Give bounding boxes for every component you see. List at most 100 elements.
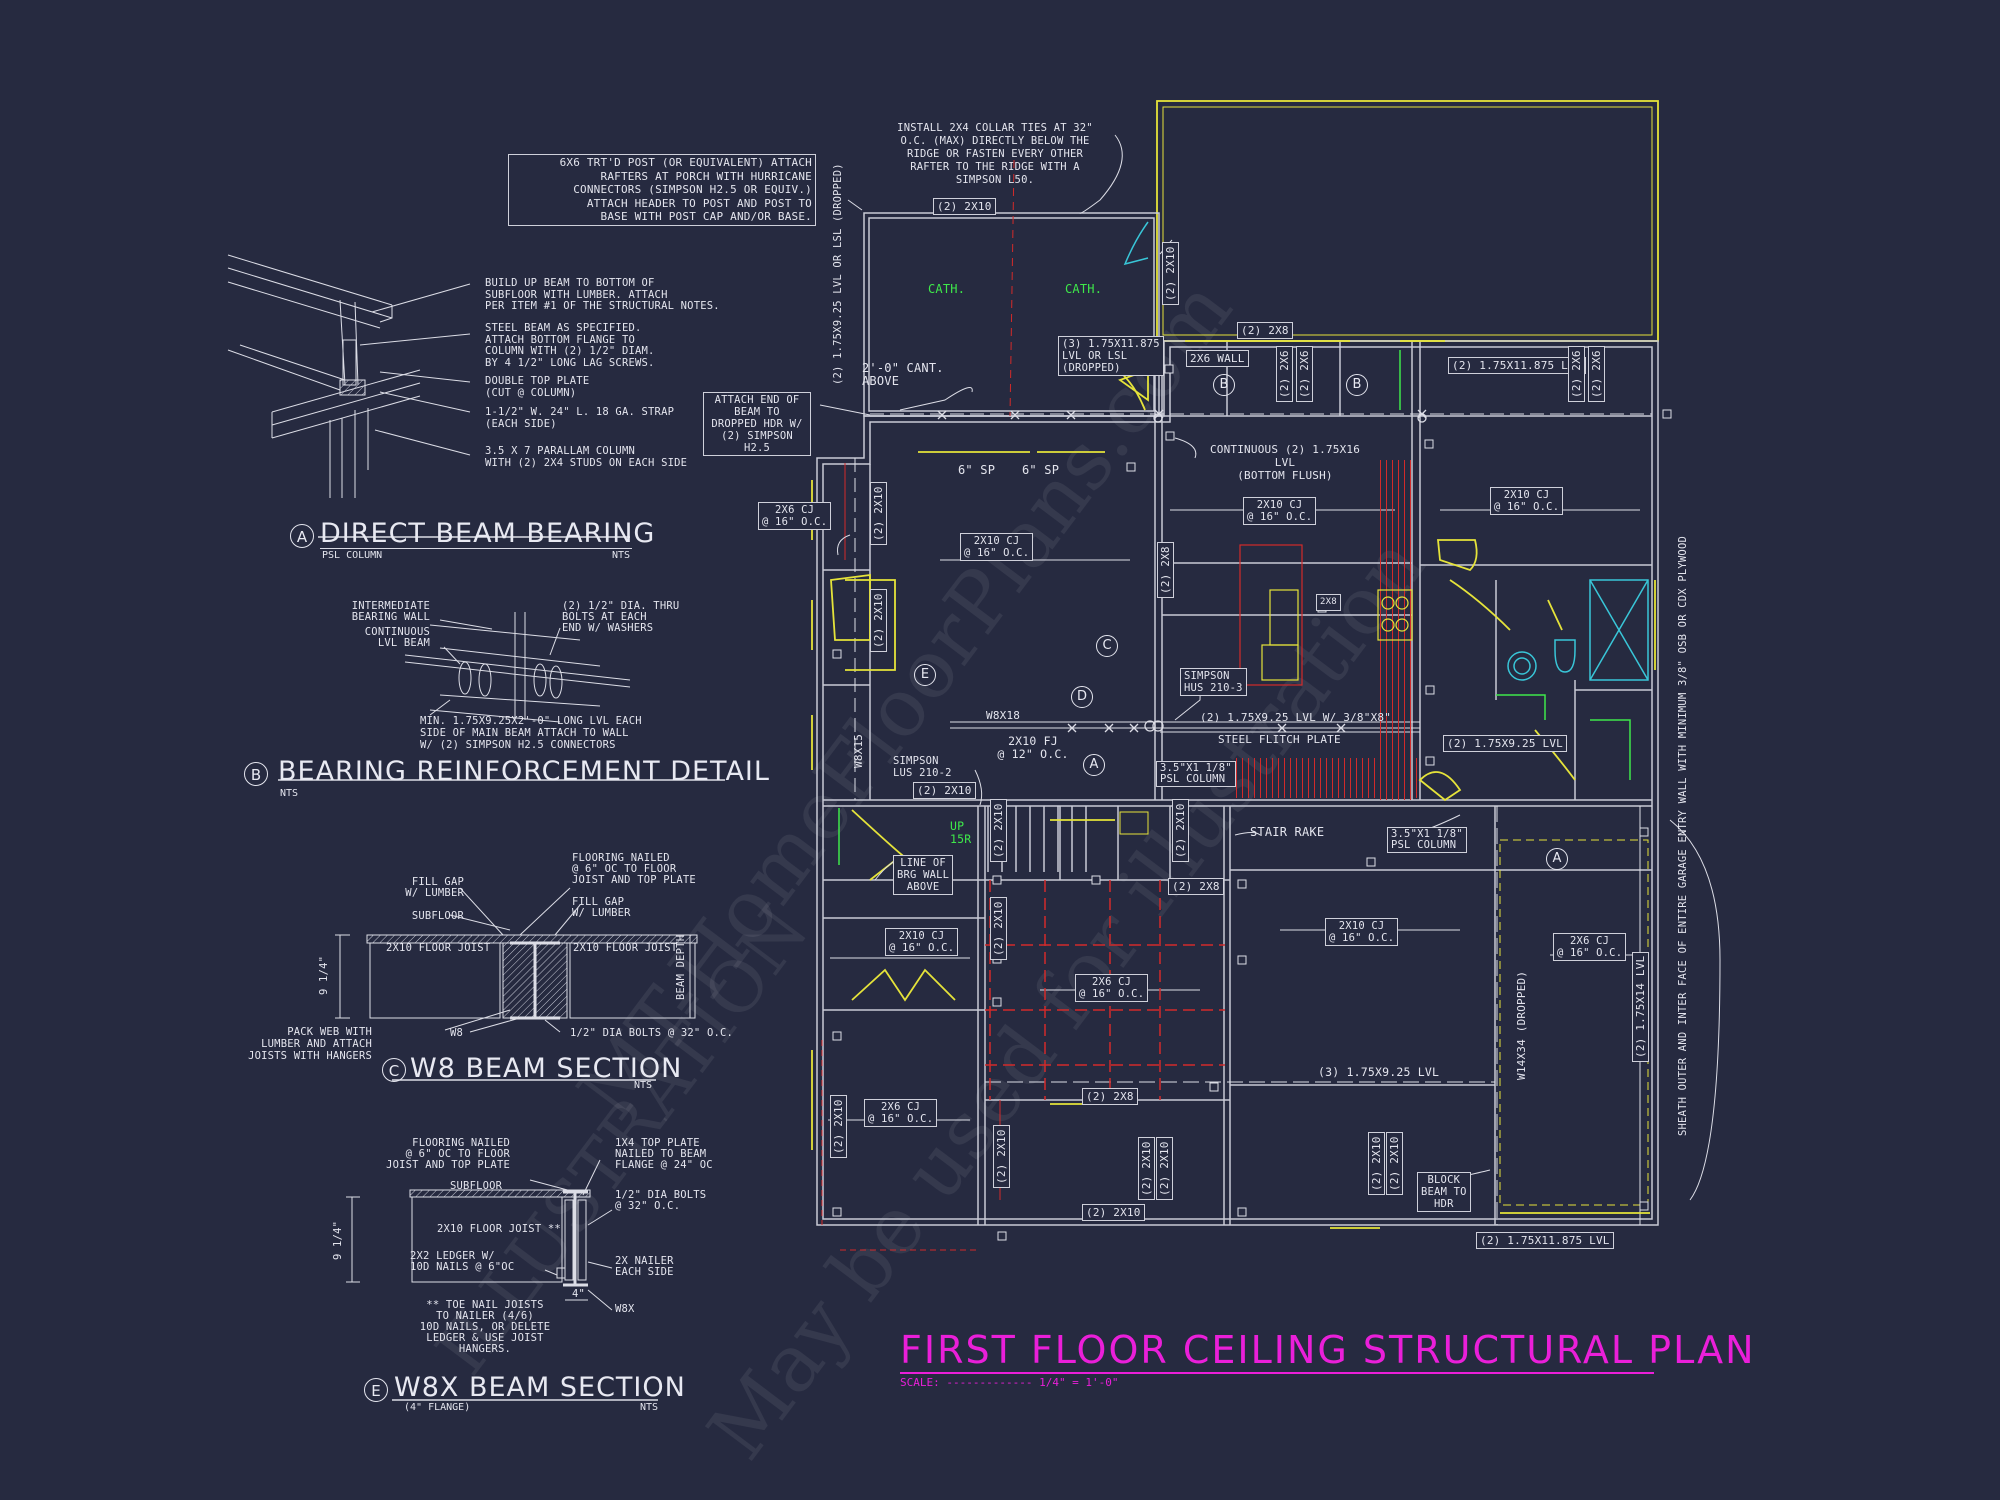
callout-cj-lower: 2x10 CJ @ 16" O.C.: [885, 928, 959, 956]
callout-lvl-flitch: (2) 1.75x9.25 LVL W/ 3/8"x8": [1200, 711, 1392, 724]
callout-psl-2: 3.5"x1 1/8" PSL COLUMN: [1387, 827, 1467, 853]
callout-w8x18: W8x18: [986, 709, 1021, 722]
callout-wall-2x6: 2x6 WALL: [1186, 350, 1249, 367]
detail-e-subtitle: (4" FLANGE): [404, 1402, 471, 1413]
callout-line-brg: LINE OF BRG WALL ABOVE: [893, 855, 954, 895]
detail-b-note-2: CONTINUOUS LVL BEAM: [364, 626, 430, 649]
green-lines: [838, 350, 1631, 865]
callout-lvl-right-top: (2) 1.75x11.875 LVL: [1448, 357, 1586, 374]
detail-a-title: DIRECT BEAM BEARING: [320, 518, 656, 549]
detail-e-graphic: [346, 1159, 613, 1311]
callout-cj-right: 2x10 CJ @ 16" O.C.: [1490, 487, 1564, 515]
callout-r-2x8-d: (2) 2x8: [1082, 1088, 1138, 1105]
callout-r-2x10-stair2: (2) 2x10: [1172, 799, 1189, 862]
detail-c-graphic: [335, 887, 698, 1033]
detail-a-note-3: DOUBLE TOP PLATE (CUT @ COLUMN): [485, 375, 590, 399]
detail-e-note-3: 1x4 TOP PLATE NAILED TO BEAM FLANGE @ 24…: [615, 1137, 713, 1171]
section-marker-b1[interactable]: B: [1213, 374, 1235, 396]
detail-e-marker: E: [364, 1378, 388, 1402]
callout-r-2x8-c: (2) 2x8: [1168, 878, 1224, 895]
callout-w8x15: W8x15: [852, 733, 865, 768]
callout-r-2x10-d2: (2) 2x10: [870, 589, 887, 652]
beam-markers: [832, 364, 1672, 1241]
detail-a-nts: NTS: [612, 550, 631, 561]
callout-cj-low: 2x6 CJ @ 16" O.C.: [864, 1099, 938, 1127]
bathroom-fixtures: [1123, 221, 1649, 681]
callout-porch-2x10: (2) 2x10: [933, 198, 996, 215]
callout-r-2x10-f: (2) 2x10: [993, 1125, 1010, 1188]
detail-b-nts: NTS: [280, 788, 299, 799]
detail-c-note-11: 1/2" DIA BOLTS @ 32" O.C.: [570, 1027, 734, 1039]
callout-r-2x10-b: (2) 2x10: [913, 782, 976, 799]
red-hatch-zones: [821, 460, 1420, 1251]
callout-cj-living: 2x10 CJ @ 16" O.C.: [960, 533, 1034, 561]
section-marker-d[interactable]: D: [1071, 686, 1093, 708]
detail-e-nts: NTS: [640, 1402, 659, 1413]
callout-cj-2x6: 2x6 CJ @ 16" O.C.: [758, 502, 832, 530]
detail-a-note-1: BUILD UP BEAM TO BOTTOM OF SUBFLOOR WITH…: [485, 277, 720, 312]
callout-flitch: STEEL FLITCH PLATE: [1218, 733, 1341, 746]
detail-b-note-4: MIN. 1.75x9.25x2'-0" LONG LVL EACH SIDE …: [420, 715, 642, 751]
callout-sp-1: 6" SP: [958, 463, 996, 477]
callout-cath-left: CATH.: [928, 282, 966, 296]
detail-e-note-4: 1/2" DIA BOLTS @ 32" O.C.: [615, 1189, 707, 1212]
detail-a-subtitle: PSL COLUMN: [322, 550, 383, 561]
callout-up: UP 15R: [950, 819, 972, 846]
detail-b-note-1: INTERMEDIATE BEARING WALL: [351, 600, 430, 623]
callout-r-2x10-c: (2) 2x10: [990, 897, 1007, 960]
callout-porch-post: 6x6 TRT'D POST (OR EQUIVALENT) ATTACH RA…: [508, 154, 816, 226]
callout-sheath: SHEATH OUTER AND INTER FACE OF ENTIRE GA…: [1677, 536, 1689, 1136]
section-marker-c[interactable]: C: [1096, 635, 1118, 657]
section-marker-e[interactable]: E: [914, 664, 936, 686]
callout-lvl-porch: (2) 1.75x9.25 LVL OR LSL (DROPPED): [832, 163, 844, 385]
detail-e-note-11: ** TOE NAIL JOISTS TO NAILER (4/6) 10d N…: [419, 1299, 551, 1355]
callout-cj-kitchen: 2x10 CJ @ 16" O.C.: [1243, 497, 1317, 525]
beam-x-marks: [937, 409, 1427, 733]
beam-lines: [828, 159, 1652, 1225]
detail-c-note-9: PACK WEB WITH LUMBER AND ATTACH JOISTS W…: [248, 1026, 372, 1062]
section-marker-b2[interactable]: B: [1346, 374, 1368, 396]
plan-title-underline: [900, 1372, 1654, 1374]
callout-lvl-3-925: (3) 1.75x9.25 LVL: [1318, 1065, 1440, 1079]
callout-simpson-lus: SIMPSON LUS 210-2: [893, 755, 952, 779]
detail-c-nts: NTS: [634, 1080, 653, 1091]
detail-a-note-2: STEEL BEAM AS SPECIFIED. ATTACH BOTTOM F…: [485, 322, 655, 369]
callout-cant: 2'-0" CANT. ABOVE: [862, 361, 944, 388]
detail-e-note-5: 2x10 FLOOR JOIST **: [437, 1223, 561, 1235]
callout-lvl-dropped: (3) 1.75x11.875 LVL OR LSL (DROPPED): [1058, 336, 1164, 376]
section-marker-a2[interactable]: A: [1546, 848, 1568, 870]
detail-e-note-8: 9 1/4": [332, 1220, 344, 1260]
callout-psl-1: 3.5"x1 1/8" PSL COLUMN: [1156, 761, 1236, 787]
detail-c-marker: C: [382, 1058, 406, 1082]
callout-cj-garage-2: 2x6 CJ @ 16" O.C.: [1553, 933, 1627, 961]
detail-a-underline: [320, 548, 632, 549]
doors-windows: [811, 340, 1656, 1229]
callout-r-2x10-g: (2) 2x10: [1138, 1137, 1155, 1200]
detail-c-note-4: FILL GAP w/ LUMBER: [572, 896, 631, 919]
callout-cont-lvl: CONTINUOUS (2) 1.75x16 LVL (BOTTOM FLUSH…: [1209, 443, 1361, 482]
callout-r-2x8-kit: 2x8: [1316, 594, 1341, 611]
callout-sp-2: 6" SP: [1022, 463, 1060, 477]
detail-e-note-1: FLOORING NAILED @ 6" OC TO FLOOR JOIST A…: [386, 1137, 510, 1171]
callout-cj-garage: 2x10 CJ @ 16" O.C.: [1325, 918, 1399, 946]
kitchen-island: [1261, 589, 1413, 681]
callout-fj: 2x10 FJ @ 12" O.C.: [997, 734, 1069, 761]
detail-c-note-2: SUBFLOOR: [411, 910, 464, 922]
detail-c-note-1: FILL GAP w/ LUMBER: [405, 876, 464, 899]
detail-c-title: W8 BEAM SECTION: [410, 1053, 683, 1084]
callout-cath-right: CATH.: [1065, 282, 1103, 296]
detail-b-title: BEARING REINFORCEMENT DETAIL: [278, 756, 770, 787]
detail-c-note-3: FLOORING NAILED @ 6" OC TO FLOOR JOIST A…: [572, 852, 696, 886]
callout-r-2x10-stair: (2) 2x10: [990, 799, 1007, 862]
section-marker-a1[interactable]: A: [1083, 754, 1105, 776]
callout-r-2x6-b: (2) 2x6: [1296, 346, 1313, 402]
detail-e-note-9: 4": [572, 1288, 586, 1300]
detail-a-graphic: [227, 254, 471, 498]
detail-c-note-10: W8: [450, 1027, 464, 1039]
callout-attach-end: ATTACH END OF BEAM TO DROPPED HDR w/ (2)…: [703, 392, 811, 456]
detail-c-note-7: 9 1/4": [318, 955, 330, 995]
detail-c-note-5: 2x10 FLOOR JOIST: [386, 942, 491, 954]
callout-porch-2x10-side: (2) 2x10: [1162, 242, 1179, 305]
